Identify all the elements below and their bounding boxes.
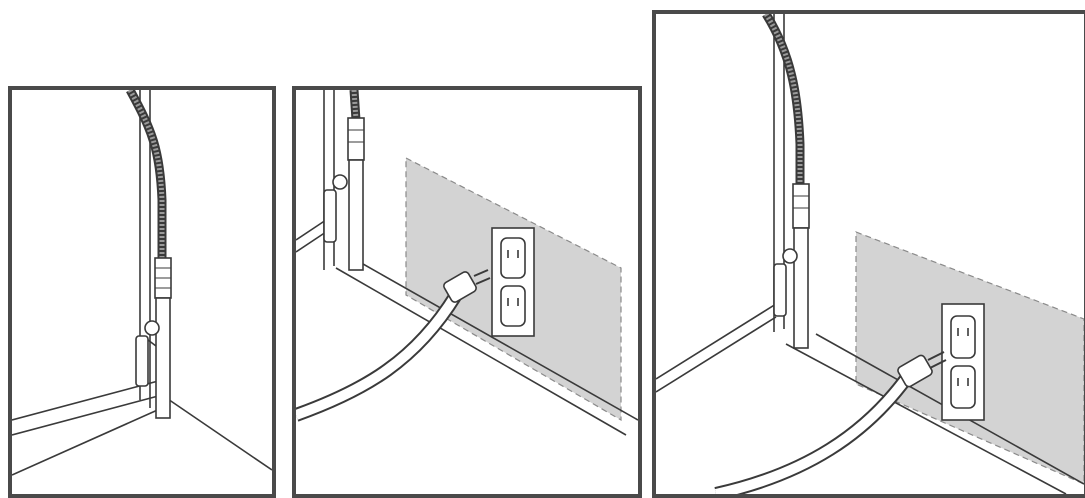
plugged-in-illustration [656,14,1084,494]
step-2-panel [292,86,642,498]
wall-outlet [492,228,534,336]
shutoff-valve [324,175,347,242]
power-cord-plug [296,270,490,415]
baseboard-line [656,317,776,392]
step-3-panel [652,10,1085,498]
wall-outlet [942,304,984,420]
floor-edge-line [162,395,272,470]
gas-supply-line [766,14,809,348]
power-cord-plug [716,352,946,494]
baseboard-line [12,395,162,435]
floor-edge-line [12,408,162,475]
gas-supply-line [348,90,364,270]
step-1-panel [8,86,276,498]
outlet-plug-illustration [296,90,638,494]
baseboard-line [296,232,326,252]
gas-line-illustration [12,90,272,494]
baseboard-line [296,220,326,240]
baseboard-line [656,304,776,379]
